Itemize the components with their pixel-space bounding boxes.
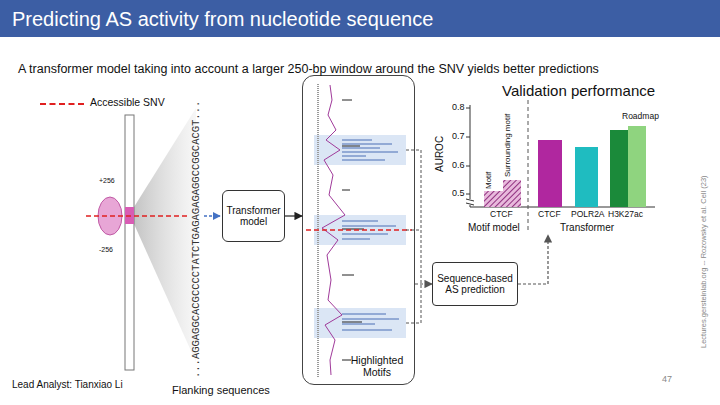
motif-track-illustration (342, 144, 392, 145)
group-box: Highlighted Motifs (302, 75, 415, 385)
motif-track-illustration (306, 84, 421, 378)
bar-chart (503, 180, 521, 207)
motif-track-illustration (342, 234, 388, 235)
motif-track-illustration (342, 221, 378, 222)
chromosome-illustration (134, 108, 196, 362)
motif-track-illustration (342, 314, 386, 315)
node-text: Transformer model (226, 205, 281, 228)
chromosome-illustration (125, 115, 134, 370)
connector-arrow (415, 283, 432, 284)
motif-track-illustration (317, 84, 319, 378)
motif-track-illustration (342, 146, 360, 147)
watermark: Lectures.gersteinlab.org -- Rozowsky et … (700, 175, 708, 348)
group-label: Transformer (560, 222, 614, 234)
page-number: 47 (662, 374, 672, 384)
bar-label: Surrounding motif (504, 114, 512, 177)
motif-track-illustration (342, 100, 364, 360)
coordinate-label: +256 (99, 177, 115, 185)
motif-track-illustration (342, 140, 399, 330)
motif-track-illustration (342, 360, 351, 361)
motif-track-illustration (342, 239, 370, 240)
bar-label: Motif (485, 172, 493, 189)
illustration-caption: Flanking sequences (172, 384, 270, 397)
axis-tick: 0.8 (452, 102, 465, 112)
node-text: Sequence-based AS prediction (436, 273, 514, 296)
bar-label: Roadmap (622, 112, 659, 122)
subtitle: A transformer model taking into account … (18, 62, 599, 76)
legend-text: Accessible SNV (90, 96, 165, 109)
bar-chart (538, 140, 562, 207)
chromosome-illustration (204, 215, 220, 216)
axis-tick: 0.7 (452, 131, 465, 141)
coordinate-label: -256 (99, 246, 113, 254)
motif-track-illustration (342, 160, 385, 161)
process-box: Sequence-based AS prediction (432, 262, 518, 306)
motif-track-illustration (306, 229, 412, 231)
motif-track-illustration (342, 275, 354, 276)
category-label: CTCF (490, 210, 513, 220)
motif-track-illustration (342, 190, 350, 191)
sequence-text: ...AGGAGGCACGCCCCTATCTGAGAGAGAGGCCGGCACG… (191, 101, 202, 378)
bar-chart (466, 194, 470, 195)
motif-track-illustration (342, 330, 392, 331)
bar-chart (466, 199, 474, 205)
motif-track-illustration (342, 156, 366, 157)
slide-title: Predicting AS activity from nucleotide s… (12, 7, 433, 31)
motif-track-illustration (342, 152, 398, 153)
bar-chart (575, 147, 598, 207)
chromosome-illustration (86, 215, 190, 217)
motif-track-illustration (406, 150, 421, 323)
bar-chart (610, 130, 628, 207)
motif-track-illustration (342, 148, 380, 149)
chart-title: Validation performance (502, 82, 655, 99)
axis-title: AUROC (435, 136, 445, 172)
footer-note: Lead Analyst: Tianxiao Li (12, 379, 123, 391)
connector-arrow (518, 235, 548, 284)
title-bar: Predicting AS activity from nucleotide s… (0, 0, 720, 37)
bar-chart (466, 166, 470, 167)
category-label: POLR2A (571, 210, 605, 220)
motif-track-illustration (342, 324, 375, 325)
connector-arrow (285, 215, 302, 216)
motif-track-illustration (342, 322, 362, 323)
axis-tick: 0.5 (452, 188, 465, 198)
category-label: H3K27ac (608, 210, 643, 220)
motif-track-illustration (342, 226, 396, 227)
motif-track-illustration (342, 229, 364, 230)
legend-swatch (40, 103, 84, 105)
bar-chart (470, 105, 471, 199)
group-label: Motif model (468, 222, 520, 234)
node-text: Highlighted Motifs (346, 354, 408, 378)
bar-chart (466, 108, 470, 109)
bar-chart (484, 191, 503, 207)
axis-tick: 0.6 (452, 160, 465, 170)
motif-track-illustration (342, 140, 372, 141)
bar-chart (528, 100, 529, 232)
motif-track-illustration (342, 319, 399, 320)
bar-chart (466, 137, 470, 138)
bar-chart (628, 126, 646, 207)
process-box: Transformer model (222, 190, 285, 242)
motif-track-illustration (314, 135, 406, 165)
category-label: CTCF (538, 210, 561, 220)
motif-track-illustration (342, 100, 352, 101)
motif-track-illustration (314, 215, 406, 245)
